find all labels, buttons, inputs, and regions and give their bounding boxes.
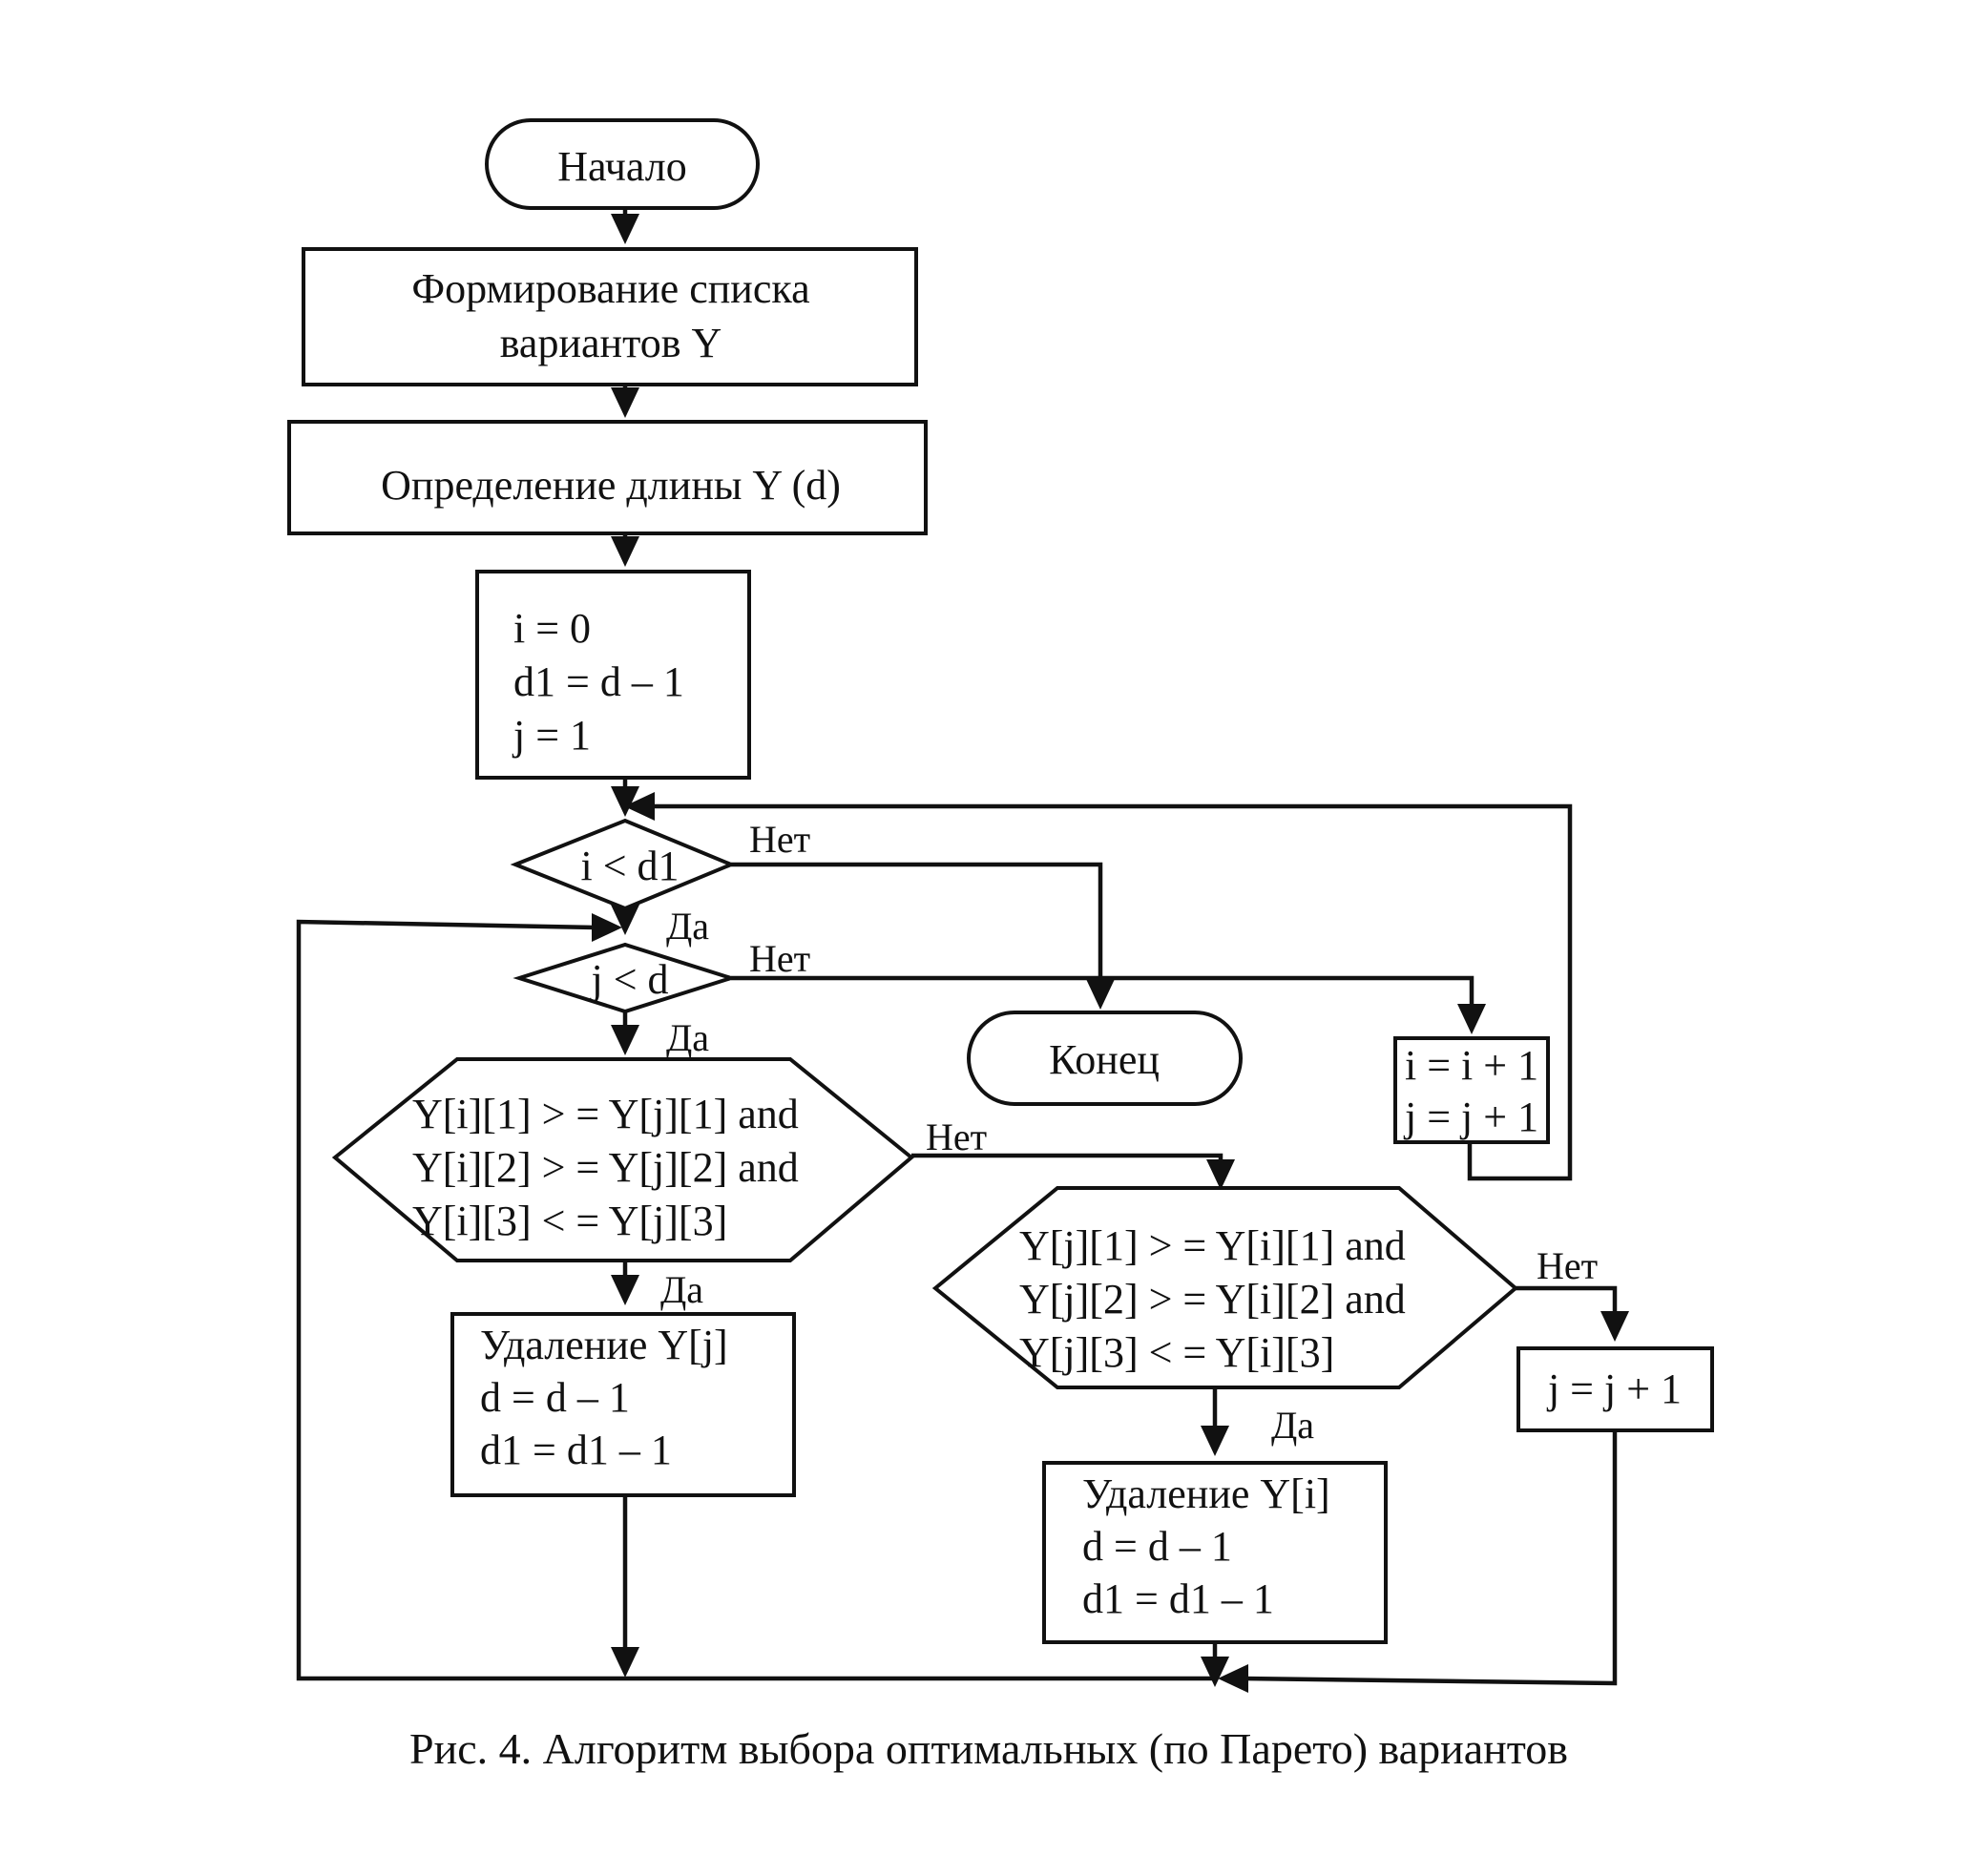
decision-dominates-i-line-2: Y[j][2] > = Y[i][2] and [1019, 1276, 1406, 1323]
decision-dominates-i-line-3: Y[j][3] < = Y[i][3] [1019, 1329, 1334, 1376]
start-label: Начало [557, 143, 687, 190]
remove-j-line-1: Удаление Y[j] [480, 1322, 728, 1368]
connector-increment-loop [647, 803, 1573, 1181]
label-no-cond-i: Нет [749, 818, 810, 861]
connector-cond-i-no [731, 862, 1103, 990]
start-terminator: Начало [485, 118, 760, 210]
form-list-process: Формирование списка вариантов Y [302, 247, 918, 386]
arrowhead-length [611, 387, 639, 418]
remove-i-line-3: d1 = d1 – 1 [1082, 1575, 1274, 1622]
increment-j-process: j = j + 1 [1516, 1346, 1714, 1432]
decision-j-shape [512, 942, 738, 1014]
init-line-1: i = 0 [513, 605, 591, 652]
decision-i-label: i < d1 [580, 843, 679, 889]
end-shape [967, 1011, 1243, 1106]
remove-j-process: Удаление Y[j] d = d – 1 d1 = d1 – 1 [450, 1312, 796, 1497]
increment-both-line-1: i = i + 1 [1405, 1042, 1538, 1089]
label-yes-hex1: Да [660, 1268, 703, 1311]
arrowhead-cond-j [611, 905, 639, 935]
arrowhead-remove-i-return [1201, 1657, 1229, 1687]
end-label: Конец [1049, 1036, 1160, 1083]
decision-dominates-i-shape [931, 1186, 1519, 1389]
arrowhead-main-loop [592, 913, 622, 942]
decision-i-shape [510, 818, 737, 911]
remove-i-process: Удаление Y[i] d = d – 1 d1 = d1 – 1 [1042, 1461, 1388, 1644]
init-process: i = 0 d1 = d – 1 j = 1 [475, 570, 751, 780]
connector-main-loop [296, 919, 1215, 1681]
arrowhead-hex1 [611, 1025, 639, 1055]
decision-dominates-j-line-1: Y[i][1] > = Y[j][1] and [412, 1091, 799, 1137]
remove-i-shape [1042, 1461, 1388, 1644]
arrowhead-init [611, 536, 639, 567]
determine-length-label: Определение длины Y (d) [381, 462, 841, 509]
arrowhead-loop-return [624, 792, 655, 821]
arrowhead-remove-j-return [611, 1647, 639, 1678]
arrowhead-end [1086, 979, 1115, 1010]
remove-j-shape [450, 1312, 796, 1497]
decision-dominates-j: Y[i][1] > = Y[j][1] and Y[i][2] > = Y[j]… [331, 1057, 915, 1262]
arrowhead-list [611, 214, 639, 244]
arrowhead-remove-j [611, 1275, 639, 1305]
decision-dominates-i: Y[j][1] > = Y[i][1] and Y[j][2] > = Y[i]… [931, 1186, 1519, 1389]
label-no-cond-j: Нет [749, 937, 810, 980]
init-line-3: j = 1 [512, 712, 591, 759]
arrowhead-increment-j [1600, 1311, 1629, 1342]
increment-both-shape [1393, 1036, 1550, 1144]
arrowhead-cond-i [611, 786, 639, 817]
figure-caption: Рис. 4. Алгоритм выбора оптимальных (по … [409, 1724, 1568, 1773]
form-list-line-1: Формирование списка [411, 265, 809, 312]
increment-j-shape [1516, 1346, 1714, 1432]
label-yes-cond-j: Да [666, 1016, 709, 1059]
arrowhead-hex2 [1206, 1159, 1235, 1190]
increment-j-label: j = j + 1 [1546, 1365, 1682, 1412]
increment-both-process: i = i + 1 j = j + 1 [1393, 1036, 1550, 1144]
decision-dominates-j-line-3: Y[i][3] < = Y[j][3] [412, 1198, 727, 1244]
remove-i-line-1: Удаление Y[i] [1082, 1470, 1330, 1517]
remove-j-line-3: d1 = d1 – 1 [480, 1427, 672, 1473]
form-list-line-2: вариантов Y [500, 320, 722, 366]
arrowhead-increment [1457, 1004, 1486, 1034]
connectors [296, 208, 1618, 1686]
determine-length-process: Определение длины Y (d) [287, 420, 928, 535]
form-list-shape [302, 247, 918, 386]
remove-j-line-2: d = d – 1 [480, 1374, 630, 1421]
label-yes-cond-i: Да [666, 905, 709, 948]
decision-dominates-j-shape [331, 1057, 915, 1262]
increment-both-line-2: j = j + 1 [1403, 1094, 1538, 1140]
branch-labels: Нет Да Нет Да Нет Да Нет Да [660, 818, 1598, 1447]
connector-cond-j-no [731, 975, 1474, 1015]
decision-dominates-j-line-2: Y[i][2] > = Y[j][2] and [412, 1144, 799, 1191]
decision-j-less-d: j < d [512, 942, 738, 1014]
decision-i-less-d1: i < d1 [510, 818, 737, 911]
decision-j-label: j < d [589, 956, 668, 1003]
label-yes-hex2: Да [1271, 1404, 1314, 1447]
determine-length-shape [287, 420, 928, 535]
init-shape [475, 570, 751, 780]
remove-i-line-2: d = d – 1 [1082, 1523, 1232, 1570]
connector-increment-j-return [1242, 1430, 1618, 1686]
arrowheads [592, 214, 1629, 1693]
start-shape [485, 118, 760, 210]
arrowhead-increment-j-return [1218, 1664, 1248, 1693]
connector-hex2-no [1516, 1285, 1618, 1317]
label-no-hex2: Нет [1537, 1244, 1598, 1287]
decision-dominates-i-line-1: Y[j][1] > = Y[i][1] and [1019, 1222, 1406, 1269]
init-line-2: d1 = d – 1 [513, 658, 684, 705]
end-terminator: Конец [967, 1011, 1243, 1106]
label-no-hex1: Нет [926, 1115, 987, 1158]
arrowhead-remove-i [1201, 1426, 1229, 1456]
